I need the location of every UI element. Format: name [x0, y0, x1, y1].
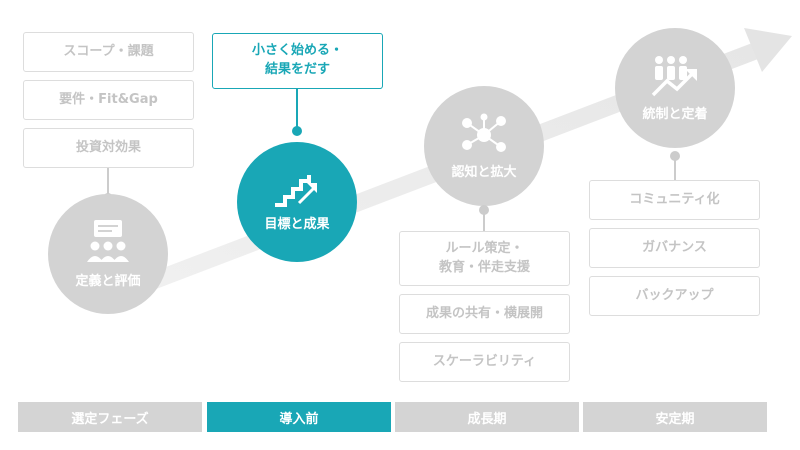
meeting-people-icon: [87, 219, 129, 262]
network-people-icon: [462, 113, 506, 152]
stage2-connector-dot: [292, 126, 302, 136]
stage3-connector: [483, 210, 485, 232]
stage3-label: 認知と拡大: [451, 164, 517, 180]
stage3-circle: 認知と拡大: [424, 86, 544, 206]
stage3-item-scalability: スケーラビリティ: [399, 342, 570, 382]
stage1-item-scope: スコープ・課題: [23, 32, 194, 72]
stage3-item-rules: ルール策定・ 教育・伴走支援: [399, 231, 570, 286]
stage2-label: 目標と成果: [264, 216, 330, 232]
stage4-connector: [674, 156, 676, 180]
stage4-item-backup: バックアップ: [589, 276, 760, 316]
stage2-item: 小さく始める・ 結果をだす: [212, 33, 383, 89]
stage1-circle: 定義と評価: [48, 194, 168, 314]
stage2-item-line2: 結果をだす: [264, 62, 330, 77]
stage1-item-roi: 投資対効果: [23, 128, 194, 168]
stage4-item-community: コミュニティ化: [589, 180, 760, 220]
stage2-connector: [296, 89, 298, 129]
stage3-item-rules-line2: 教育・伴走支援: [438, 259, 530, 275]
stairs-up-icon: [275, 174, 317, 207]
stage4-item-governance: ガバナンス: [589, 228, 760, 268]
phase-stable: 安定期: [583, 402, 767, 432]
phase-selection: 選定フェーズ: [18, 402, 202, 432]
group-growth-icon: [651, 55, 697, 96]
stage1-label: 定義と評価: [75, 273, 141, 289]
stage3-item-rules-line1: ルール策定・: [445, 240, 524, 256]
phase-growth: 成長期: [395, 402, 579, 432]
phase-pre-adoption: 導入前: [207, 402, 391, 432]
stage1-item-requirements: 要件・Fit&Gap: [23, 80, 194, 120]
stage1-connector: [107, 168, 109, 196]
stage2-item-line1: 小さく始める・: [251, 43, 343, 59]
stage4-label: 統制と定着: [642, 106, 708, 122]
stage4-circle: 統制と定着: [615, 28, 735, 148]
stage2-circle: 目標と成果: [237, 142, 357, 262]
stage3-item-sharing: 成果の共有・横展開: [399, 294, 570, 334]
